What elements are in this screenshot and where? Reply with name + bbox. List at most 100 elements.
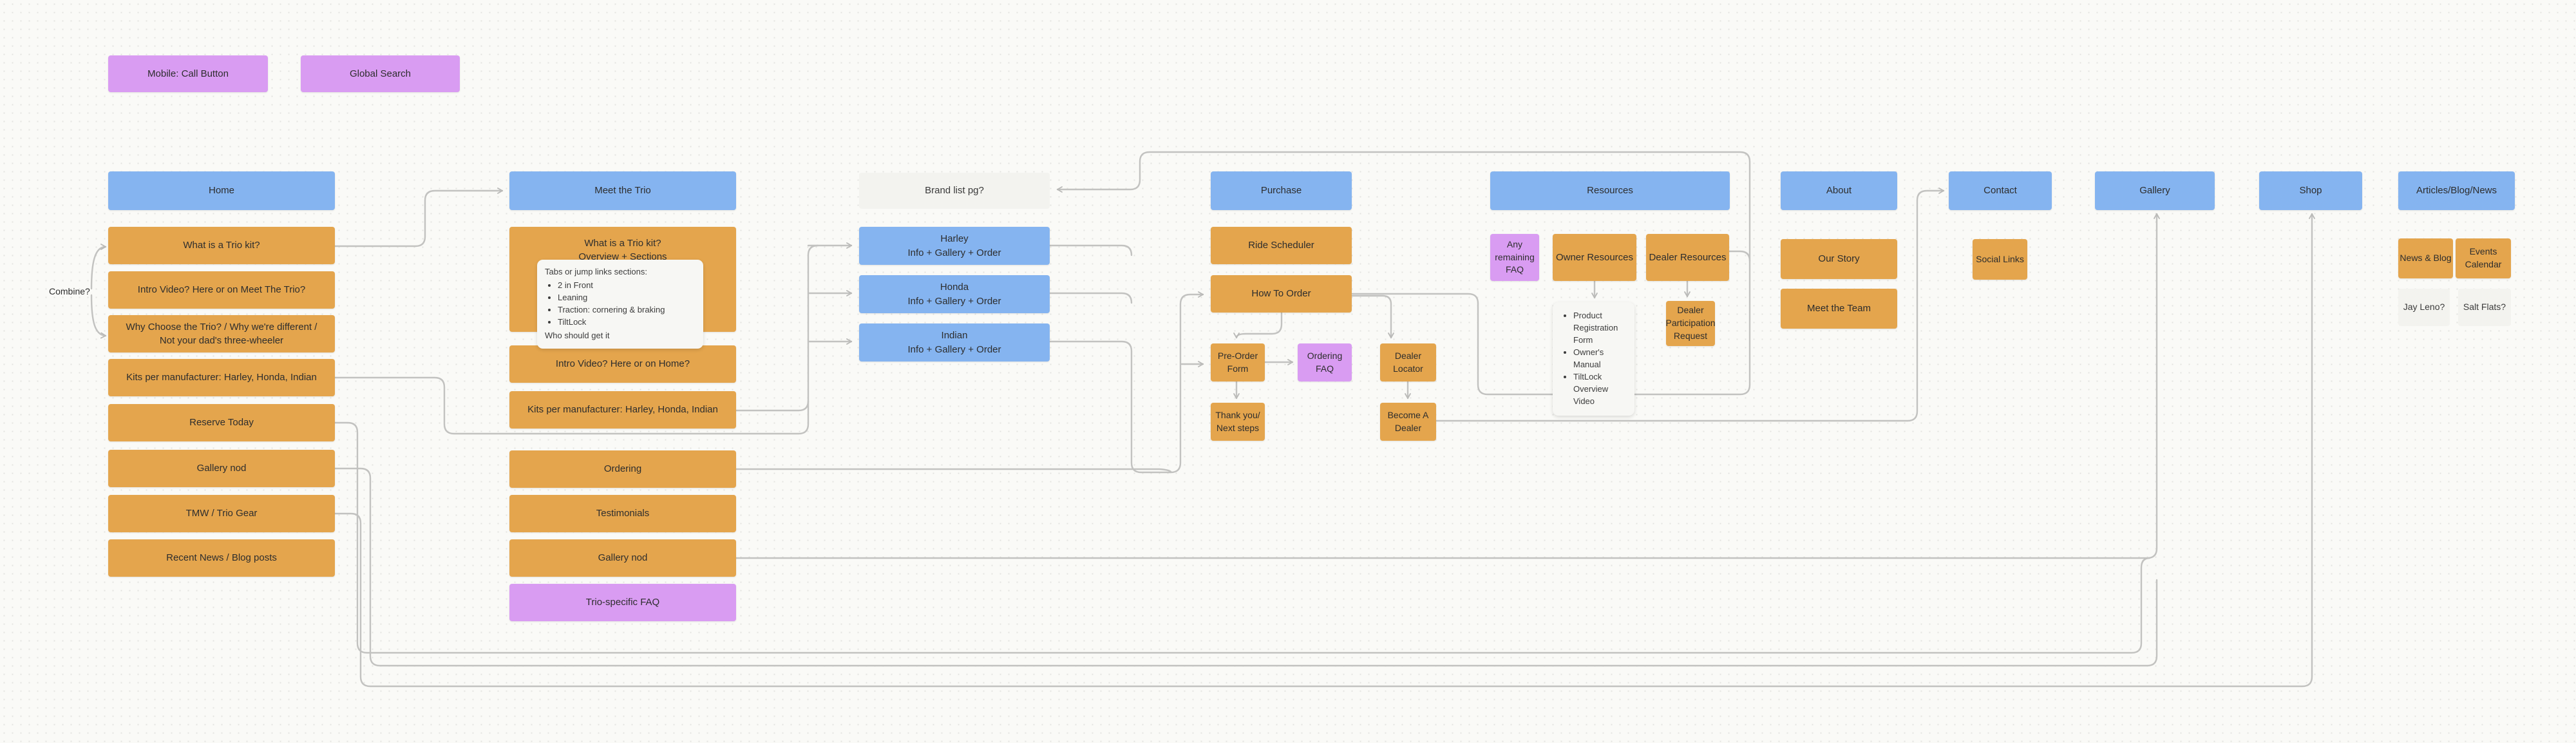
page-resources[interactable]: Resources bbox=[1490, 171, 1730, 210]
note-jump-links-bullet: Leaning bbox=[558, 292, 696, 304]
brand-harley[interactable]: Harley Info + Gallery + Order bbox=[859, 227, 1050, 265]
home-tmw-trio-gear-label: TMW / Trio Gear bbox=[185, 508, 258, 519]
articles-jay-leno-label: Jay Leno? bbox=[2403, 302, 2445, 313]
connector-what-is-trio-to-meet-the-trio bbox=[334, 188, 504, 247]
connector-meet-gallery-nod-to-gallery bbox=[735, 213, 2160, 559]
page-purchase[interactable]: Purchase bbox=[1211, 171, 1352, 210]
about-our-story-label: Our Story bbox=[1818, 253, 1860, 265]
note-jump-links[interactable]: Tabs or jump links sections: 2 in FrontLe… bbox=[537, 260, 703, 349]
brand-indian[interactable]: Indian Info + Gallery + Order bbox=[859, 323, 1050, 362]
brand-honda[interactable]: Honda Info + Gallery + Order bbox=[859, 275, 1050, 313]
page-meet-the-trio[interactable]: Meet the Trio bbox=[509, 171, 736, 210]
resources-dealer-participation-label: Dealer Participation Request bbox=[1665, 305, 1716, 341]
page-meet-the-trio-label: Meet the Trio bbox=[594, 185, 651, 197]
page-shop[interactable]: Shop bbox=[2259, 171, 2362, 210]
meet-trio-specific-faq[interactable]: Trio-specific FAQ bbox=[509, 584, 736, 621]
global-search-label: Global Search bbox=[349, 68, 412, 79]
purchase-dealer-locator[interactable]: Dealer Locator bbox=[1380, 343, 1436, 381]
purchase-thank-you[interactable]: Thank you/ Next steps bbox=[1211, 403, 1265, 441]
page-home[interactable]: Home bbox=[108, 171, 335, 210]
mobile-call-button-label: Mobile: Call Button bbox=[147, 68, 229, 79]
home-kits-per-mfr-label: Kits per manufacturer: Harley, Honda, In… bbox=[126, 372, 317, 383]
page-gallery[interactable]: Gallery bbox=[2095, 171, 2215, 210]
home-what-is-trio-kit-label: What is a Trio kit? bbox=[183, 240, 260, 251]
about-our-story[interactable]: Our Story bbox=[1781, 239, 1897, 279]
connector-combine-to-what-is-trio bbox=[90, 244, 107, 290]
articles-news-blog[interactable]: News & Blog bbox=[2398, 238, 2453, 278]
note-owner-resources-bullet: TiltLock Overview Video bbox=[1573, 371, 1627, 408]
purchase-pre-order-form[interactable]: Pre-Order Form bbox=[1211, 343, 1265, 381]
global-search[interactable]: Global Search bbox=[301, 55, 460, 92]
connector-combine-to-why-choose bbox=[90, 294, 107, 339]
connector-riser-to-how-to-order bbox=[1170, 291, 1204, 474]
home-reserve-today[interactable]: Reserve Today bbox=[108, 404, 335, 441]
mobile-call-button[interactable]: Mobile: Call Button bbox=[108, 55, 268, 92]
purchase-ride-scheduler[interactable]: Ride Scheduler bbox=[1211, 227, 1352, 264]
page-brand-list[interactable]: Brand list pg? bbox=[859, 173, 1050, 209]
articles-jay-leno[interactable]: Jay Leno? bbox=[2398, 289, 2450, 326]
purchase-ordering-faq-label: Ordering FAQ bbox=[1307, 350, 1343, 374]
purchase-how-to-order-label: How To Order bbox=[1251, 288, 1311, 300]
meet-ordering[interactable]: Ordering bbox=[509, 450, 736, 488]
connector-harley-out bbox=[1048, 244, 1133, 256]
home-recent-news[interactable]: Recent News / Blog posts bbox=[108, 539, 335, 577]
connector-honda-out bbox=[1048, 292, 1133, 304]
page-about-label: About bbox=[1826, 185, 1852, 197]
meet-testimonials-label: Testimonials bbox=[596, 508, 650, 519]
page-articles[interactable]: Articles/Blog/News bbox=[2398, 171, 2515, 210]
meet-testimonials[interactable]: Testimonials bbox=[509, 495, 736, 532]
purchase-how-to-order[interactable]: How To Order bbox=[1211, 275, 1352, 313]
home-tmw-trio-gear[interactable]: TMW / Trio Gear bbox=[108, 495, 335, 532]
page-about[interactable]: About bbox=[1781, 171, 1897, 210]
page-purchase-label: Purchase bbox=[1260, 185, 1302, 197]
meet-kits-per-mfr-label: Kits per manufacturer: Harley, Honda, In… bbox=[527, 404, 718, 416]
page-contact[interactable]: Contact bbox=[1949, 171, 2052, 210]
connector-ordering-out bbox=[735, 468, 1172, 473]
meet-gallery-nod[interactable]: Gallery nod bbox=[509, 539, 736, 577]
meet-kits-per-mfr[interactable]: Kits per manufacturer: Harley, Honda, In… bbox=[509, 391, 736, 429]
page-contact-label: Contact bbox=[1984, 185, 2017, 197]
home-intro-video[interactable]: Intro Video? Here or on Meet The Trio? bbox=[108, 271, 335, 309]
connector-become-a-dealer-to-contact bbox=[1435, 188, 1945, 422]
home-kits-per-mfr[interactable]: Kits per manufacturer: Harley, Honda, In… bbox=[108, 359, 335, 396]
note-jump-links-footer: Who should get it bbox=[545, 330, 610, 340]
connector-how-to-order-to-brand-list bbox=[1056, 151, 1751, 396]
about-meet-the-team[interactable]: Meet the Team bbox=[1781, 289, 1897, 329]
articles-salt-flats[interactable]: Salt Flats? bbox=[2458, 289, 2511, 326]
note-jump-links-bullet: 2 in Front bbox=[558, 280, 696, 292]
note-owner-resources[interactable]: Product Registration FormOwner's ManualT… bbox=[1553, 302, 1634, 416]
meet-intro-video-label: Intro Video? Here or on Home? bbox=[555, 358, 690, 370]
home-recent-news-label: Recent News / Blog posts bbox=[166, 552, 277, 564]
note-jump-links-intro: Tabs or jump links sections: bbox=[545, 267, 647, 276]
resources-any-remaining-faq[interactable]: Any remaining FAQ bbox=[1490, 234, 1539, 281]
articles-salt-flats-label: Salt Flats? bbox=[2463, 302, 2506, 313]
home-gallery-nod[interactable]: Gallery nod bbox=[108, 450, 335, 487]
meet-intro-video[interactable]: Intro Video? Here or on Home? bbox=[509, 345, 736, 383]
connector-home-kits-feed bbox=[334, 244, 819, 435]
home-intro-video-label: Intro Video? Here or on Meet The Trio? bbox=[137, 284, 306, 296]
brand-indian-label: Indian Info + Gallery + Order bbox=[907, 330, 1001, 355]
about-meet-the-team-label: Meet the Team bbox=[1807, 303, 1871, 314]
combine-annotation[interactable]: Combine? bbox=[49, 286, 90, 296]
articles-events-calendar-label: Events Calendar bbox=[2465, 246, 2502, 269]
page-shop-label: Shop bbox=[2299, 185, 2322, 197]
resources-dealer-resources[interactable]: Dealer Resources bbox=[1646, 234, 1729, 281]
articles-events-calendar[interactable]: Events Calendar bbox=[2456, 238, 2511, 278]
connector-how-to-order-to-dealer-locator bbox=[1351, 294, 1394, 339]
contact-social-links[interactable]: Social Links bbox=[1973, 239, 2027, 280]
connector-home-gallery-nod-feed bbox=[334, 467, 2158, 667]
resources-owner-resources[interactable]: Owner Resources bbox=[1553, 234, 1636, 281]
resources-dealer-participation[interactable]: Dealer Participation Request bbox=[1665, 301, 1716, 346]
purchase-ordering-faq[interactable]: Ordering FAQ bbox=[1298, 343, 1352, 381]
contact-social-links-label: Social Links bbox=[1976, 253, 2024, 264]
home-why-choose-label: Why Choose the Trio? / Why we're differe… bbox=[126, 321, 317, 346]
home-why-choose[interactable]: Why Choose the Trio? / Why we're differe… bbox=[108, 315, 335, 352]
note-owner-resources-bullet: Product Registration Form bbox=[1573, 310, 1627, 347]
purchase-become-a-dealer[interactable]: Become A Dealer bbox=[1380, 403, 1436, 441]
note-jump-links-bullets: 2 in FrontLeaningTraction: cornering & b… bbox=[550, 280, 696, 329]
home-what-is-trio-kit[interactable]: What is a Trio kit? bbox=[108, 227, 335, 264]
home-reserve-today-label: Reserve Today bbox=[189, 417, 254, 429]
note-jump-links-bullet: TiltLock bbox=[558, 316, 696, 329]
